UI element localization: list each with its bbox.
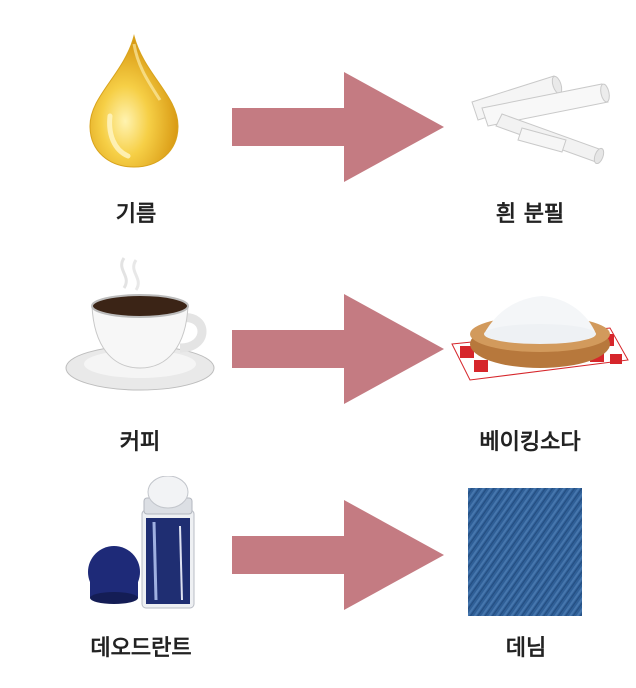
- baking-soda-icon: [450, 288, 630, 388]
- label-baking-soda: 베이킹소다: [479, 430, 581, 455]
- row-deodorant-denim: 데오드란트 데님: [0, 460, 636, 688]
- row-coffee-soda: 커피 베이킹소다: [0, 240, 636, 460]
- arrow-right-icon: [232, 500, 444, 610]
- row-oil-chalk: 기름 흰 분필: [0, 0, 636, 240]
- coffee-cup-icon: [64, 256, 218, 396]
- deodorant-icon: [86, 476, 206, 612]
- label-chalk: 흰 분필: [495, 202, 565, 227]
- label-denim: 데님: [505, 636, 547, 661]
- denim-icon: [468, 488, 582, 616]
- chalk-icon: [462, 64, 622, 164]
- label-oil: 기름: [115, 202, 157, 227]
- arrow-right-icon: [232, 294, 444, 404]
- label-deodorant: 데오드란트: [90, 636, 192, 661]
- oil-drop-icon: [88, 34, 180, 169]
- arrow-right-icon: [232, 72, 444, 182]
- label-coffee: 커피: [119, 430, 161, 455]
